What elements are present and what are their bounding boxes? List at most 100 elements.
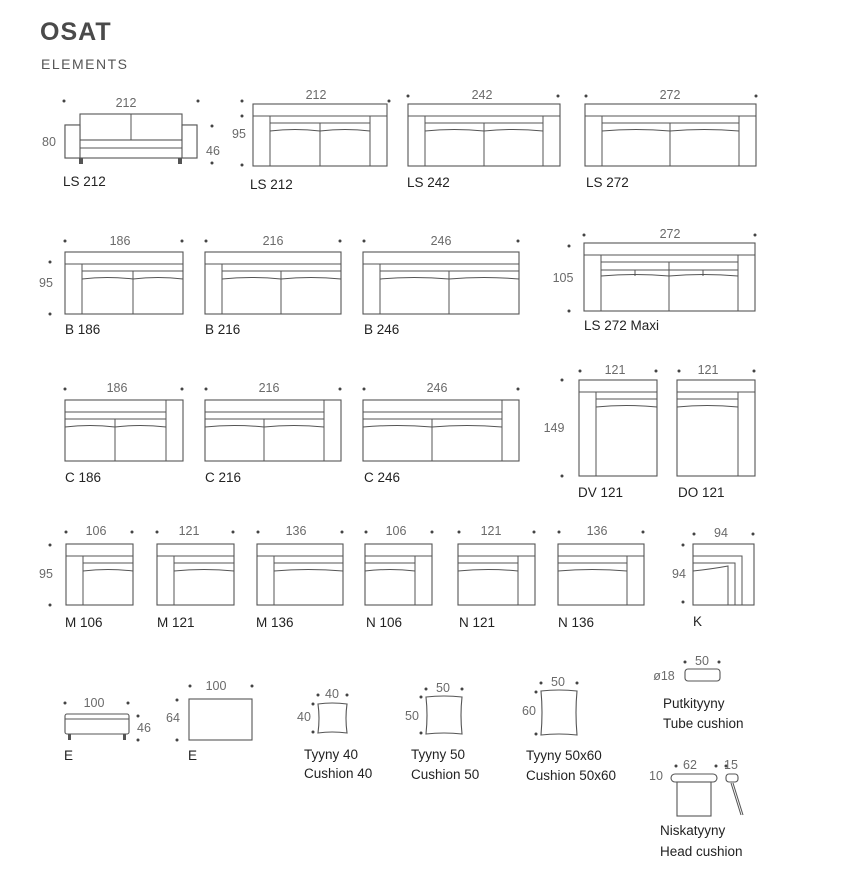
element-n121: 121 N 121 [457, 524, 536, 630]
element-e2: 100 64 E [166, 679, 254, 763]
element-m136: 136 M 136 [256, 524, 344, 630]
element-label: N 106 [366, 615, 402, 630]
element-label: M 136 [256, 615, 294, 630]
element-label: N 136 [558, 615, 594, 630]
element-label: DO 121 [678, 485, 725, 500]
element-m121: 121 M 121 [155, 524, 235, 630]
element-n106: 106 N 106 [364, 524, 434, 630]
height-label: 46 [137, 721, 151, 735]
element-label: E [64, 748, 73, 763]
element-cushion-50x60: 50 60 Tyyny 50x60 Cushion 50x60 [522, 675, 616, 783]
width-label: 94 [714, 526, 728, 540]
element-label: M 121 [157, 615, 195, 630]
depth-label: 15 [724, 758, 738, 772]
height-label: 95 [232, 127, 246, 141]
width-label: 186 [107, 381, 128, 395]
page-subtitle: ELEMENTS [41, 56, 129, 72]
width-label: 106 [386, 524, 407, 538]
element-label: LS 212 [250, 177, 293, 192]
width-label: 272 [660, 227, 681, 241]
height-label: 40 [297, 710, 311, 724]
width-label: 242 [472, 88, 493, 102]
element-label: M 106 [65, 615, 103, 630]
width-label: 62 [683, 758, 697, 772]
element-label: C 246 [364, 470, 400, 485]
height-label: 105 [553, 271, 574, 285]
height-label: 94 [672, 567, 686, 581]
element-ls272maxi: 272 105 LS 272 Maxi [553, 227, 757, 333]
element-label: N 121 [459, 615, 495, 630]
width-label: 106 [86, 524, 107, 538]
element-dv121: 121 DV 121 [578, 363, 658, 500]
width-label: 186 [110, 234, 131, 248]
element-label-en: Cushion 50x60 [526, 768, 616, 783]
row5-height-label: 95 [39, 567, 53, 581]
element-ls242: 242 LS 242 [406, 88, 561, 190]
element-ls212a: 212 80 46 LS 212 [42, 96, 220, 189]
element-label: C 216 [205, 470, 241, 485]
width-label: 121 [605, 363, 626, 377]
page-title: OSAT [40, 18, 112, 46]
element-tube-cushion: 50 ø18 Putkityyny Tube cushion [653, 654, 743, 731]
width-label: 121 [698, 363, 719, 377]
element-label: Niskatyyny [660, 823, 726, 838]
element-do121: 121 DO 121 [676, 363, 756, 500]
element-b186: 186 B 186 [63, 234, 184, 337]
element-label: Tyyny 50 [411, 747, 465, 762]
element-m106: 106 M 106 [64, 524, 134, 630]
element-label: LS 212 [63, 174, 106, 189]
element-c216: 216 C 216 [204, 381, 342, 485]
width-label: 121 [179, 524, 200, 538]
element-label: K [693, 614, 702, 629]
width-label: 212 [306, 88, 327, 102]
width-label: 40 [325, 687, 339, 701]
height-label: 80 [42, 135, 56, 149]
element-label: Putkityyny [663, 696, 725, 711]
element-k: 94 94 K [672, 526, 755, 629]
element-label: LS 272 Maxi [584, 318, 659, 333]
element-label: LS 242 [407, 175, 450, 190]
element-c186: 186 C 186 [63, 381, 184, 485]
width-label: 50 [436, 681, 450, 695]
height-label: 50 [405, 709, 419, 723]
width-label: 136 [587, 524, 608, 538]
element-e1: 100 46 E [63, 696, 151, 763]
width-label: 212 [116, 96, 137, 110]
element-ls272: 272 LS 272 [584, 88, 758, 190]
width-label: 272 [660, 88, 681, 102]
diameter-label: ø18 [653, 669, 675, 683]
height-label: 10 [649, 769, 663, 783]
width-label: 136 [286, 524, 307, 538]
element-cushion-40: 40 40 Tyyny 40 Cushion 40 [297, 687, 372, 781]
width-label: 100 [84, 696, 105, 710]
element-label-en: Tube cushion [663, 716, 744, 731]
width-label: 121 [481, 524, 502, 538]
element-label-en: Cushion 50 [411, 767, 479, 782]
height-label: 60 [522, 704, 536, 718]
element-label: DV 121 [578, 485, 623, 500]
row4-height-label: 149 [544, 421, 565, 435]
element-cushion-50: 50 50 Tyyny 50 Cushion 50 [405, 681, 479, 782]
width-label: 100 [206, 679, 227, 693]
width-label: 216 [259, 381, 280, 395]
height-label: 64 [166, 711, 180, 725]
width-label: 50 [551, 675, 565, 689]
width-label: 216 [263, 234, 284, 248]
element-label: E [188, 748, 197, 763]
width-label: 246 [427, 381, 448, 395]
element-label: C 186 [65, 470, 101, 485]
width-label: 50 [695, 654, 709, 668]
element-label: Tyyny 40 [304, 747, 358, 762]
element-label-en: Head cushion [660, 844, 743, 859]
element-label: B 186 [65, 322, 100, 337]
element-label: Tyyny 50x60 [526, 748, 602, 763]
element-label: B 216 [205, 322, 240, 337]
element-n136: 136 N 136 [557, 524, 645, 630]
width-label: 246 [431, 234, 452, 248]
element-b246: 246 B 246 [362, 234, 520, 337]
element-label-en: Cushion 40 [304, 766, 372, 781]
row2-height-label: 95 [39, 276, 53, 290]
element-label: B 246 [364, 322, 399, 337]
